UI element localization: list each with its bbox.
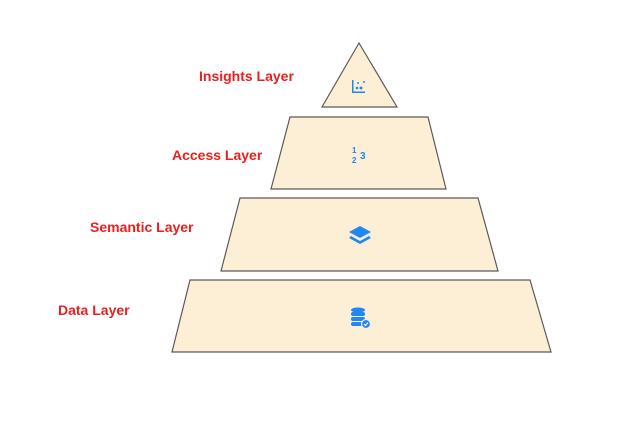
database-check-icon (351, 307, 372, 330)
numbers-123-icon: 1 2 3 (352, 146, 366, 165)
access-layer-label: Access Layer (172, 147, 263, 163)
svg-text:1: 1 (352, 146, 357, 155)
svg-text:2: 2 (352, 156, 357, 165)
layers-icon (349, 226, 371, 244)
semantic-layer-label: Semantic Layer (90, 219, 194, 235)
svg-text:3: 3 (360, 151, 366, 162)
insights-layer-label: Insights Layer (199, 68, 294, 84)
data-layer-label: Data Layer (58, 302, 130, 318)
insights-layer-shape (320, 41, 399, 108)
scatter-chart-icon (352, 80, 365, 93)
access-layer-shape (270, 116, 447, 190)
